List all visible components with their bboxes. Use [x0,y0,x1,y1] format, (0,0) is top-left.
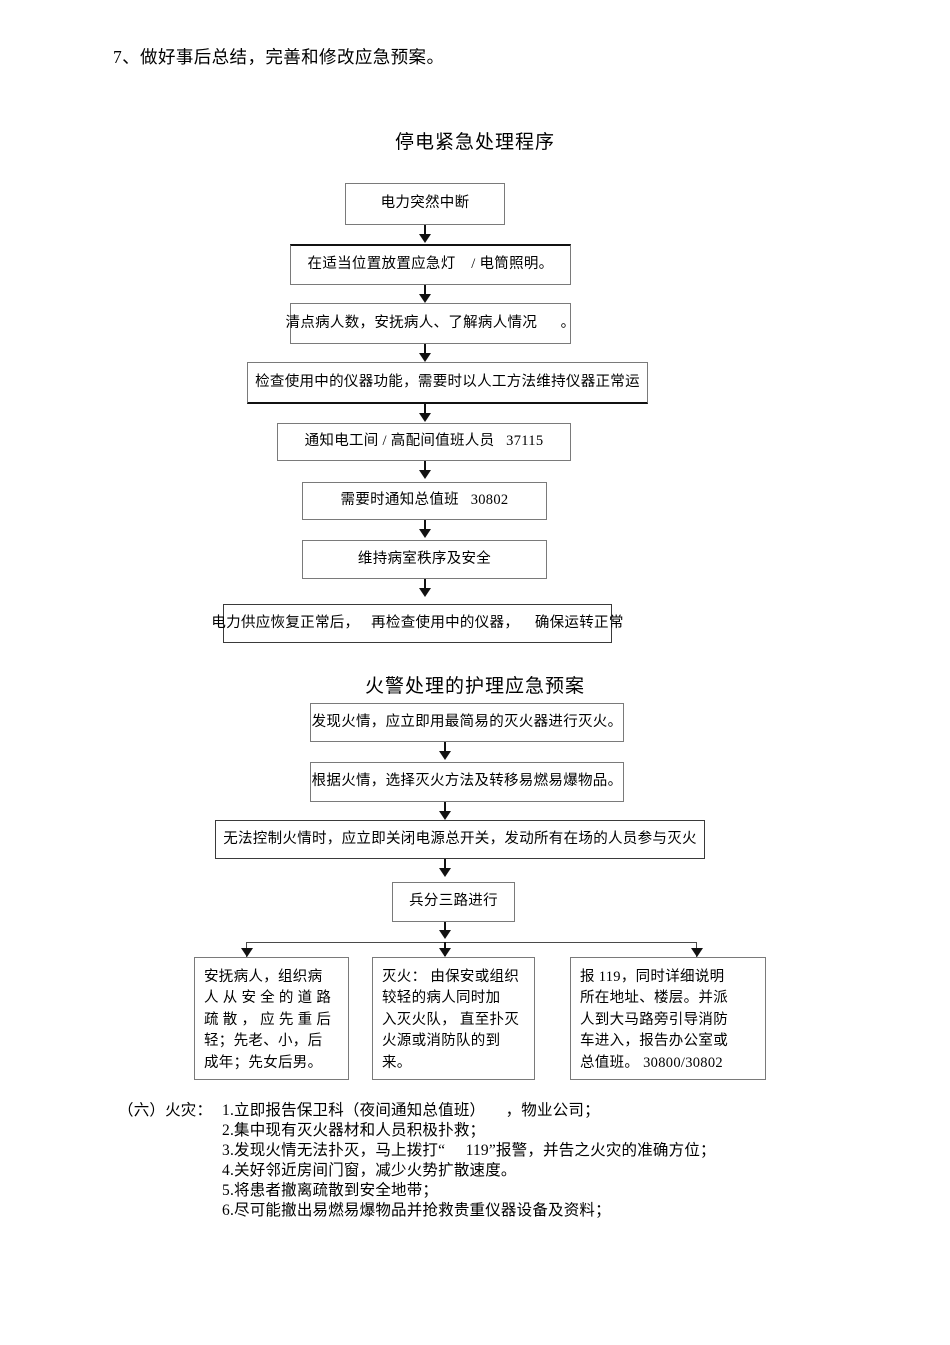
flow-box-choose-method: 根据火情，选择灭火方法及转移易燃易爆物品。 [310,762,624,802]
list-item: 3.发现火情无法扑灭，马上拨打“ 119”报警，并告之火灾的准确方位； [222,1142,716,1159]
flow-box-extinguish-fire: 灭火： 由保安或组织 较轻的病人同时加 入灭火队， 直至扑灭 火源或消防队的到 … [372,957,535,1080]
connector-arrow [439,751,451,760]
top-paragraph: 7、做好事后总结，完善和修改应急预案。 [113,47,445,67]
connector-line [424,285,426,298]
connector-arrow [439,930,451,939]
fire-alarm-title: 火警处理的护理应急预案 [364,676,585,697]
flow-box-evacuate-patients: 安抚病人，组织病 人 从 安 全 的 道 路 疏 散 ， 应 先 重 后 轻；先… [194,957,349,1080]
flow-box-emergency-light: 在适当位置放置应急灯 / 电筒照明。 [290,244,571,285]
flow-box-notify-duty-office: 需要时通知总值班 30802 [302,482,547,520]
flow-box-power-interrupt: 电力突然中断 [345,183,505,225]
list-indent-spacer [118,1201,222,1221]
connector-arrow [419,294,431,303]
connector-arrow [419,470,431,479]
list-row: （六）火灾： 1.立即报告保卫科（夜间通知总值班） ，物业公司； [118,1101,716,1121]
list-item: 1.立即报告保卫科（夜间通知总值班） ，物业公司； [222,1102,600,1119]
list-item: 2.集中现有灭火器材和人员积极扑救； [222,1122,486,1139]
list-indent-spacer [118,1161,222,1181]
list-indent-spacer [118,1141,222,1161]
fire-procedure-list: （六）火灾： 1.立即报告保卫科（夜间通知总值班） ，物业公司； 2.集中现有灭… [118,1101,716,1221]
list-row: 5.将患者撤离疏散到安全地带； [118,1181,716,1201]
connector-line [424,404,426,417]
connector-line [424,520,426,533]
list-row: 6.尽可能撤出易燃易爆物品并抢救贵重仪器设备及资料； [118,1201,716,1221]
flow-box-count-patients: 清点病人数，安抚病人、了解病人情况 。 [286,303,575,344]
connector-arrow [419,234,431,243]
power-outage-title: 停电紧急处理程序 [394,132,555,153]
connector-arrow [691,948,703,957]
list-item: 4.关好邻近房间门窗，减少火势扩散速度。 [222,1162,517,1179]
flow-box-check-instruments: 检查使用中的仪器功能，需要时以人工方法维持仪器正常运 [247,362,648,404]
connector-arrow [419,588,431,597]
flow-box-three-branches: 兵分三路进行 [392,882,515,922]
split-bar [247,942,697,943]
list-row: 2.集中现有灭火器材和人员积极扑救； [118,1121,716,1141]
list-item: 5.将患者撤离疏散到安全地带； [222,1182,439,1199]
list-row: 4.关好邻近房间门窗，减少火势扩散速度。 [118,1161,716,1181]
flow-box-cut-power: 无法控制火情时，应立即关闭电源总开关，发动所有在场的人员参与灭火 [215,820,705,859]
connector-line [424,344,426,357]
list-lead-label: （六）火灾： [118,1102,213,1119]
connector-line [444,922,446,933]
connector-arrow [419,353,431,362]
flow-box-maintain-order: 维持病室秩序及安全 [302,540,547,579]
connector-arrow [419,413,431,422]
connector-arrow [419,529,431,538]
list-indent-spacer [118,1181,222,1201]
connector-line [424,225,426,238]
list-indent-spacer [118,1121,222,1141]
flow-box-discover-fire: 发现火情，应立即用最简易的灭火器进行灭火。 [310,703,624,742]
flow-box-recheck-after: 电力供应恢复正常后， 再检查使用中的仪器， 确保运转正常 [211,604,623,643]
connector-line [424,461,426,474]
connector-line [444,859,446,872]
connector-arrow [439,811,451,820]
connector-arrow [439,948,451,957]
list-row: 3.发现火情无法扑灭，马上拨打“ 119”报警，并告之火灾的准确方位； [118,1141,716,1161]
list-item: 6.尽可能撤出易燃易爆物品并抢救贵重仪器设备及资料； [222,1202,611,1219]
connector-line [444,742,446,755]
connector-arrow [241,948,253,957]
flow-box-notify-electrician: 通知电工间 / 高配间值班人员 37115 [277,423,571,461]
flow-box-call-119: 报 119，同时详细说明 所在地址、楼层。并派 人到大马路旁引导消防 车进入，报… [570,957,766,1080]
connector-line [444,802,446,815]
connector-arrow [439,868,451,877]
connector-line [424,579,426,592]
